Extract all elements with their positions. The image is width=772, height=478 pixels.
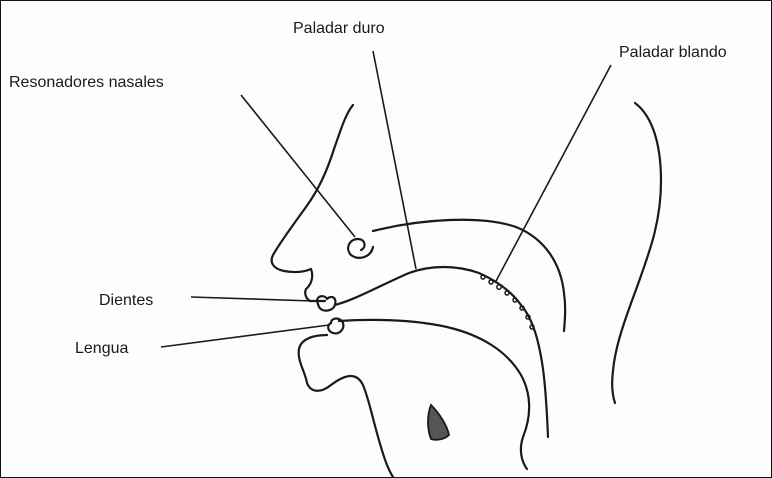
leader-dientes — [191, 297, 313, 301]
palate-line — [335, 267, 548, 437]
face-profile — [272, 105, 353, 301]
tongue-outline — [339, 320, 529, 469]
leader-paladar-blando — [495, 65, 611, 283]
pharynx-back-outline — [612, 103, 661, 403]
label-lengua: Lengua — [75, 340, 128, 357]
upper-teeth — [317, 296, 335, 310]
leader-lengua — [161, 325, 329, 347]
leader-resonadores-nasales — [241, 95, 355, 237]
chin-neck-outline — [299, 335, 393, 477]
label-resonadores-nasales: Resonadores nasales — [9, 74, 164, 91]
label-dientes: Dientes — [99, 292, 153, 309]
epiglottis-shape — [428, 405, 449, 440]
leader-paladar-duro — [373, 51, 416, 269]
soft-palate-texture — [481, 275, 534, 329]
label-paladar-blando: Paladar blando — [619, 44, 727, 61]
label-paladar-duro: Paladar duro — [293, 20, 385, 37]
nasal-resonator-mark — [348, 239, 373, 258]
